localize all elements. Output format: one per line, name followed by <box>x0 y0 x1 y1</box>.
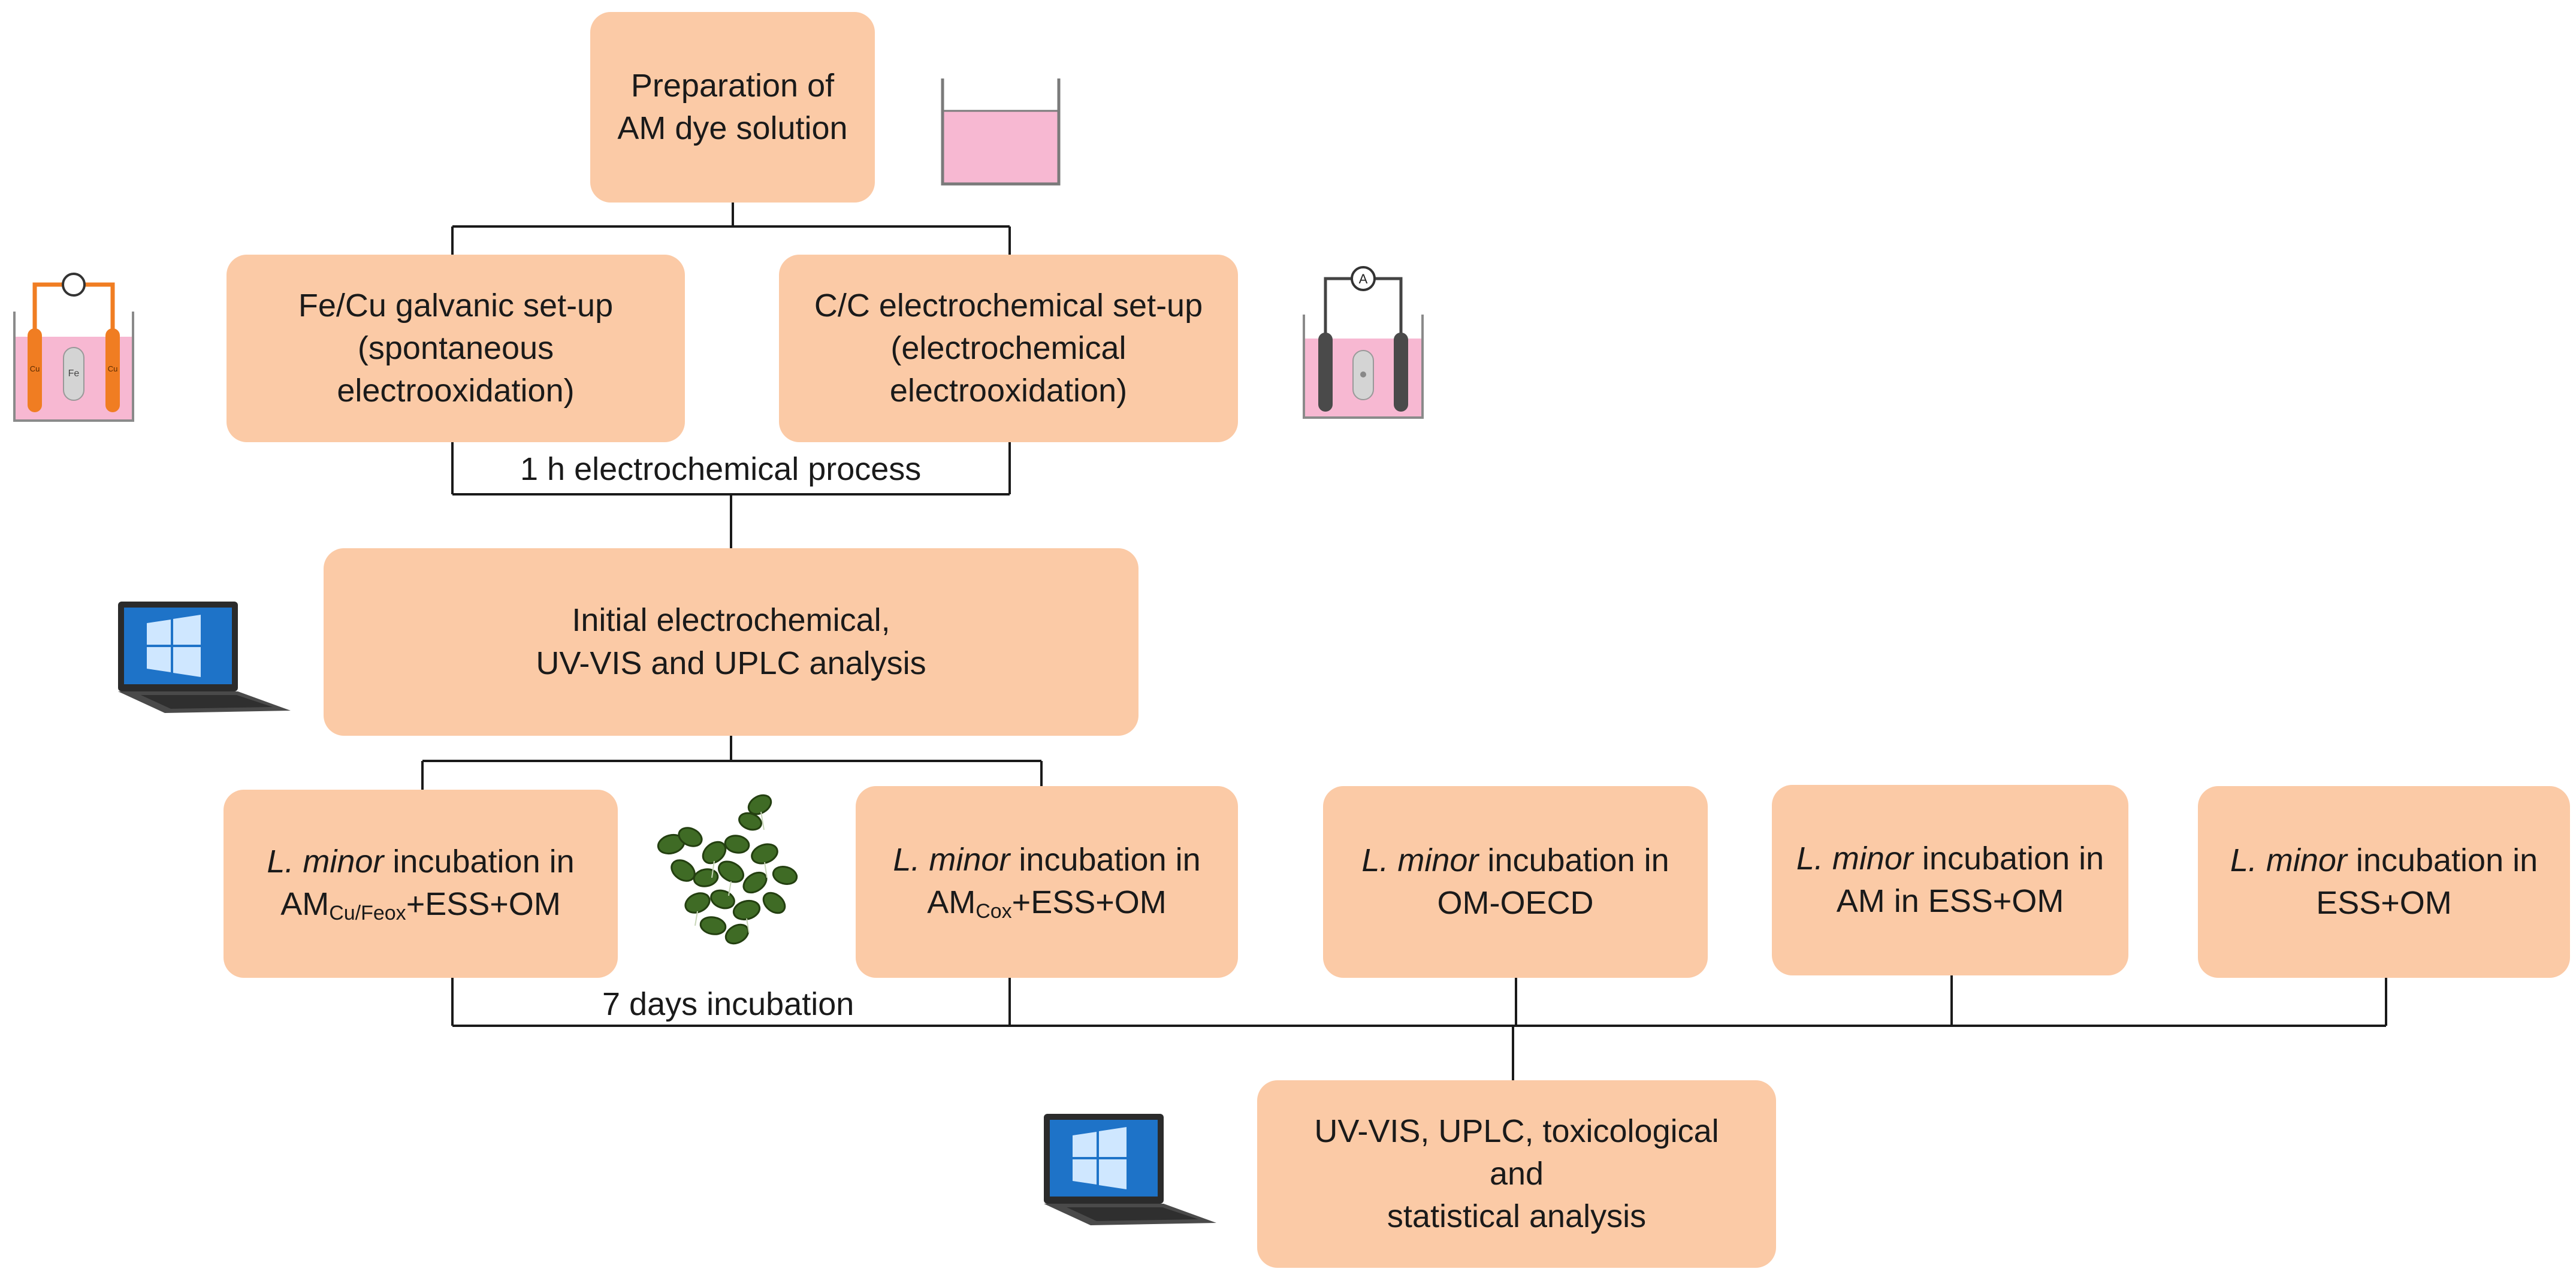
species-name: L. minor <box>1796 840 1913 877</box>
prep-line1: Preparation of <box>630 67 835 104</box>
electrochem-line2: (electrochemical <box>890 330 1127 366</box>
electrochemical-cell-icon: A <box>1303 266 1424 419</box>
initial-line2: UV-VIS and UPLC analysis <box>536 645 926 681</box>
process-label: 1 h electrochemical process <box>520 451 922 487</box>
laptop-icon <box>118 602 291 713</box>
initial-line1: Initial electrochemical, <box>572 602 890 639</box>
final-line1: UV-VIS, UPLC, toxicological <box>1314 1113 1719 1149</box>
final-line3: statistical analysis <box>1387 1198 1647 1235</box>
laptop-icon <box>1044 1114 1216 1225</box>
incubation-box-cu-feox: L. minor incubation in AMCu/Feox+ESS+OM <box>224 790 618 978</box>
galvanic-box: Fe/Cu galvanic set-up (spontaneous elect… <box>227 255 685 442</box>
incubation-box-ess-om: L. minor incubation in ESS+OM <box>2198 786 2570 978</box>
electrode-left-label: Cu <box>30 364 40 373</box>
beaker-icon <box>941 78 1061 186</box>
incubation-box-am-ess-om: L. minor incubation in AM in ESS+OM <box>1772 785 2128 975</box>
species-name: L. minor <box>893 841 1010 878</box>
electrochem-box: C/C electrochemical set-up (electrochemi… <box>779 255 1238 442</box>
subscript: Cox <box>976 900 1012 923</box>
center-electrode-label: Fe <box>68 368 80 379</box>
subscript: Cu/Feox <box>329 902 406 925</box>
duckweed-icon <box>657 794 798 945</box>
electrochem-line1: C/C electrochemical set-up <box>814 287 1203 324</box>
incubation-label: 7 days incubation <box>602 986 854 1022</box>
final-line2: and <box>1489 1155 1544 1192</box>
galvanic-cell-icon: Cu Cu Fe <box>13 273 134 422</box>
prep-box: Preparation of AM dye solution <box>590 12 875 203</box>
electrochem-line3: electrooxidation) <box>889 373 1128 409</box>
galvanic-line2: (spontaneous <box>357 330 554 366</box>
final-analysis-box: UV-VIS, UPLC, toxicological and statisti… <box>1257 1080 1776 1268</box>
species-name: L. minor <box>1361 842 1479 878</box>
incubation-box-om-oecd: L. minor incubation in OM-OECD <box>1323 786 1708 978</box>
species-name: L. minor <box>267 843 384 880</box>
ammeter-label: A <box>1359 271 1368 286</box>
species-name: L. minor <box>2230 842 2347 878</box>
galvanic-line1: Fe/Cu galvanic set-up <box>298 287 614 324</box>
initial-analysis-box: Initial electrochemical, UV-VIS and UPLC… <box>324 548 1138 736</box>
incubation-box-cox: L. minor incubation in AMCox+ESS+OM <box>856 786 1238 978</box>
electrode-right-label: Cu <box>108 364 118 373</box>
galvanic-line3: electrooxidation) <box>337 373 575 409</box>
prep-line2: AM dye solution <box>617 110 848 146</box>
